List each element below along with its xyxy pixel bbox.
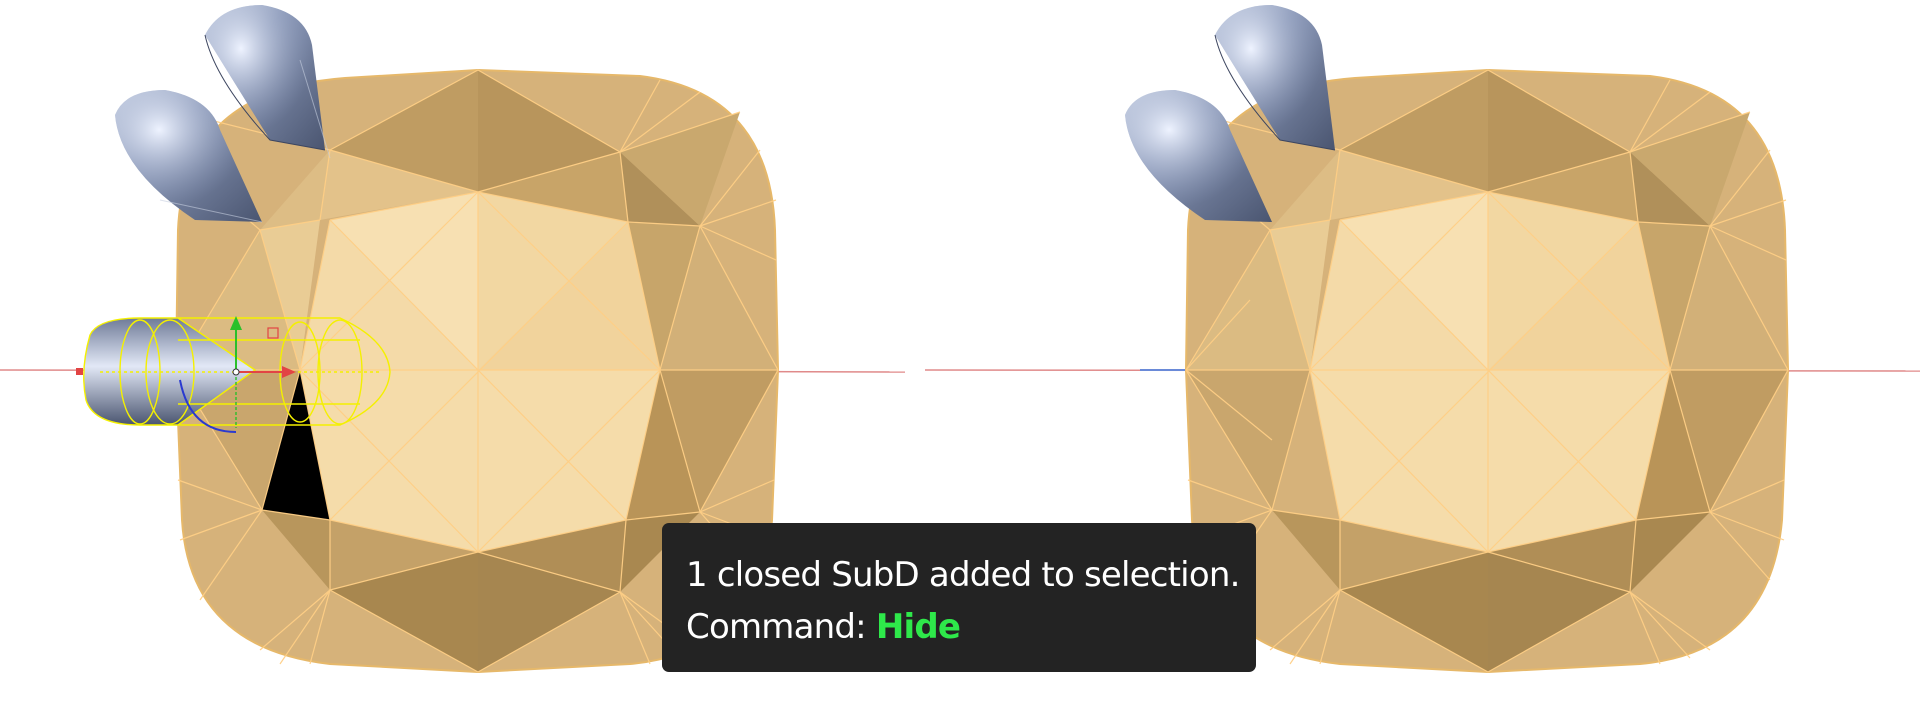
status-message: 1 closed SubD added to selection.	[686, 555, 1240, 595]
gem-mesh	[174, 68, 780, 674]
prong-middle-left	[115, 90, 263, 223]
command-popup: 1 closed SubD added to selection. Comman…	[662, 523, 1256, 672]
left-gem	[76, 5, 780, 674]
command-name: Hide	[875, 607, 961, 647]
prong-top-left	[204, 5, 331, 159]
prong-middle-left	[1125, 90, 1272, 222]
gem-mesh	[1184, 68, 1790, 674]
command-line: Command: Hide	[686, 601, 1256, 653]
gumball-widget[interactable]	[76, 316, 296, 433]
prong-top-left	[1214, 5, 1336, 151]
right-gem	[1125, 5, 1790, 674]
command-prompt: Command:	[686, 607, 867, 647]
